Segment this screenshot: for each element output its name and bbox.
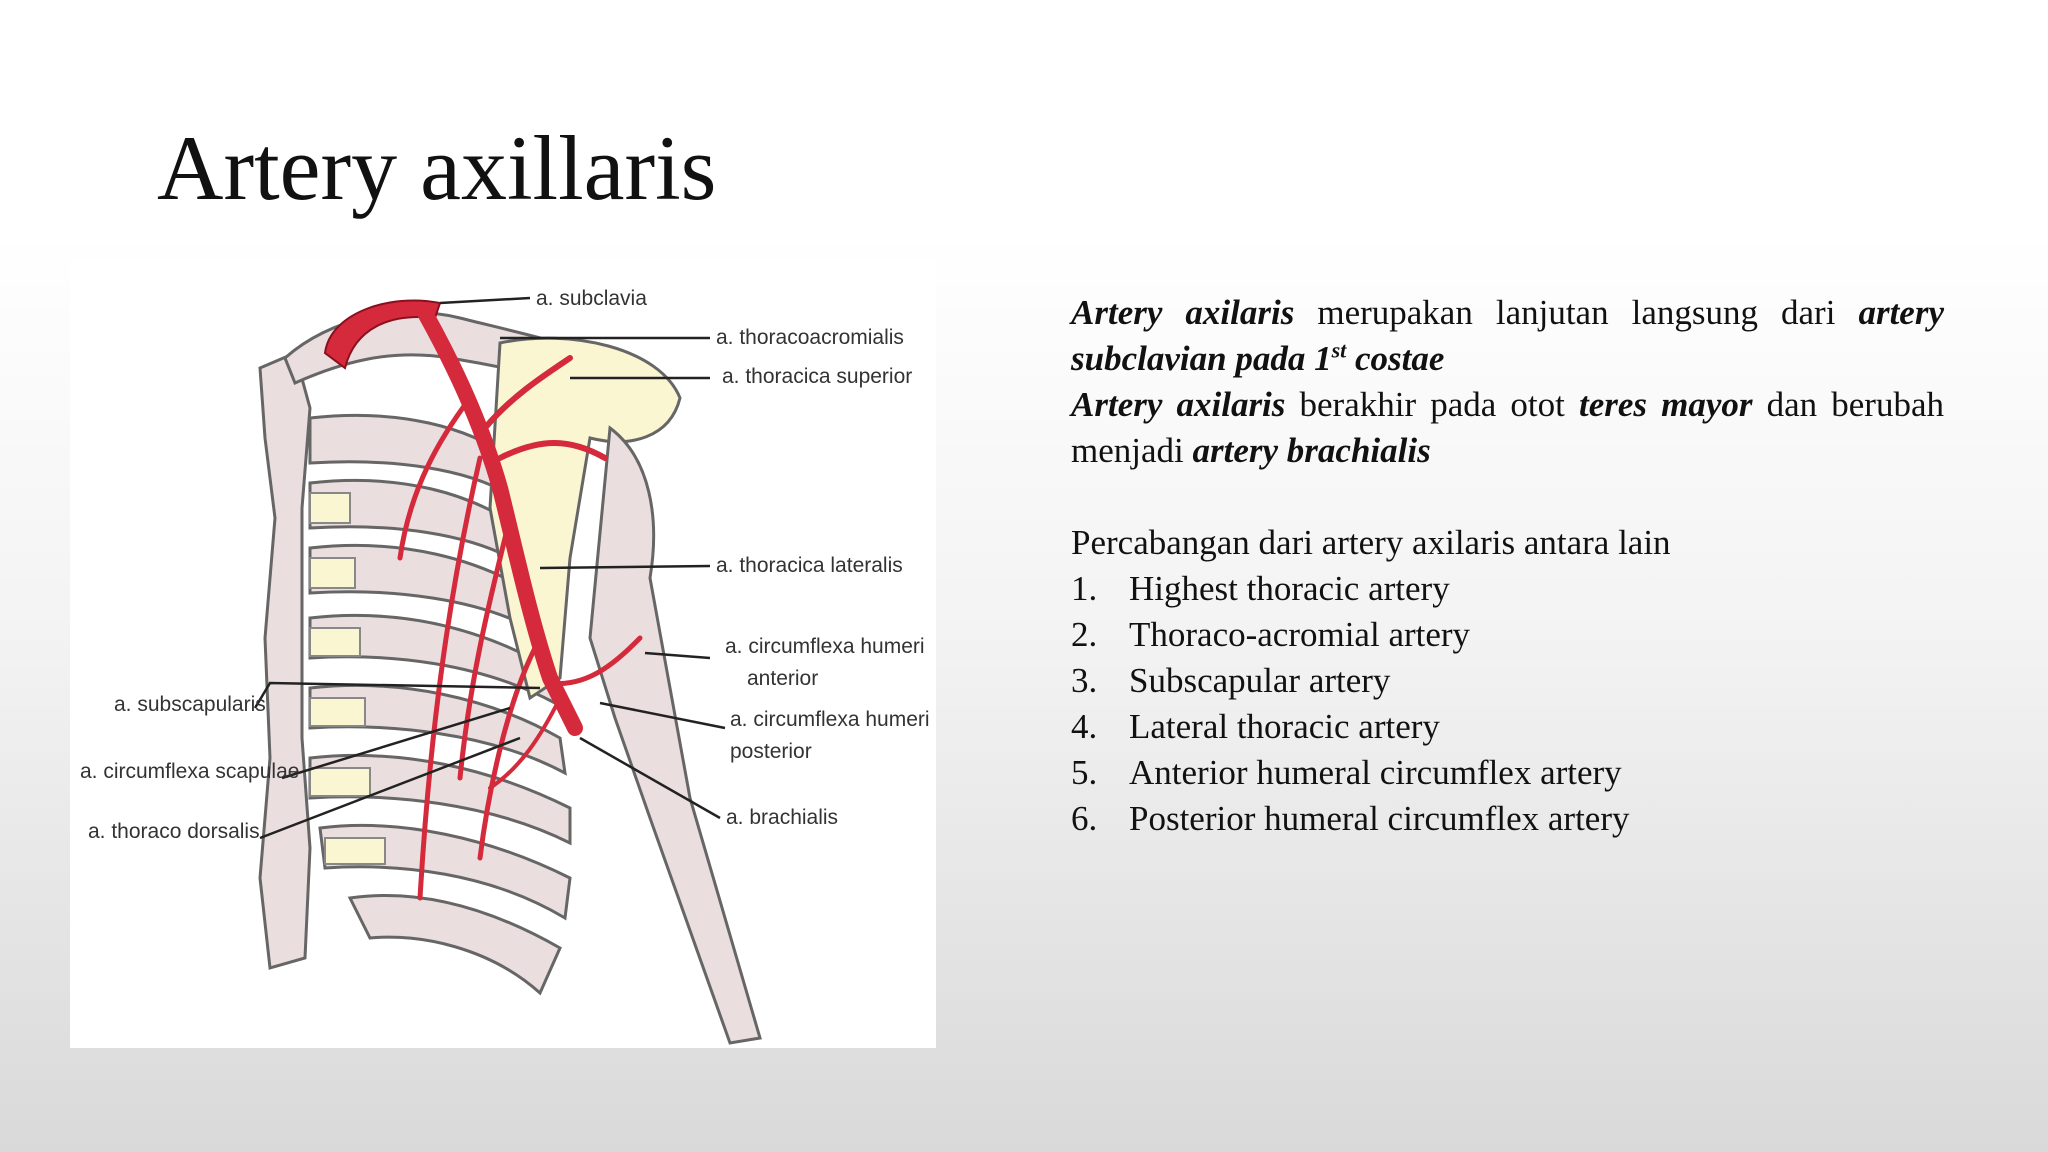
- label-thoracoacromialis: a. thoracoacromialis: [716, 326, 904, 349]
- list-item: 3.Subscapular artery: [1071, 661, 1391, 700]
- anatomy-figure: a. subclavia a. thoracoacromialis a. tho…: [70, 258, 936, 1048]
- label-subscapularis: a. subscapularis: [114, 693, 266, 716]
- paragraph-termination: Artery axilaris berakhir pada otot teres…: [1071, 385, 1944, 470]
- label-brachialis: a. brachialis: [726, 806, 838, 829]
- branches-intro: Percabangan dari artery axilaris antara …: [1071, 523, 1671, 562]
- label-circumflexa-humeri-anterior-2: anterior: [747, 667, 818, 690]
- costal-cartilage: [309, 492, 386, 865]
- list-item: 5.Anterior humeral circumflex artery: [1071, 753, 1622, 792]
- arteries: [397, 305, 643, 901]
- list-item: 1.Highest thoracic artery: [1071, 569, 1450, 608]
- list-item: 4.Lateral thoracic artery: [1071, 707, 1440, 746]
- label-subclavia: a. subclavia: [536, 287, 647, 310]
- leader-lines: [253, 296, 726, 840]
- list-item: 2.Thoraco-acromial artery: [1071, 615, 1471, 654]
- subclavian-artery: [323, 299, 442, 370]
- label-thoracica-lateralis: a. thoracica lateralis: [716, 554, 903, 577]
- figure-labels: a. subclavia a. thoracoacromialis a. tho…: [80, 287, 930, 843]
- label-circumflexa-scapulae: a. circumflexa scapulae: [80, 760, 299, 783]
- term-artery-axilaris: Artery axilaris: [1071, 293, 1295, 332]
- label-circumflexa-humeri-anterior: a. circumflexa humeri: [725, 635, 925, 658]
- label-circumflexa-humeri-posterior-2: posterior: [730, 740, 812, 763]
- label-thoracica-superior: a. thoracica superior: [722, 365, 912, 388]
- branches-list: 1.Highest thoracic artery 2.Thoraco-acro…: [1071, 566, 1944, 842]
- label-thoraco-dorsalis: a. thoraco dorsalis: [88, 820, 260, 843]
- paragraph-definition: Artery axilaris merupakan lanjutan langs…: [1071, 293, 1944, 378]
- slide-title: Artery axillaris: [157, 117, 717, 219]
- axillary-artery-diagram: a. subclavia a. thoracoacromialis a. tho…: [80, 287, 930, 1045]
- list-item: 6.Posterior humeral circumflex artery: [1071, 799, 1630, 838]
- label-circumflexa-humeri-posterior: a. circumflexa humeri: [730, 708, 930, 731]
- slide-content: Artery axilaris merupakan lanjutan langs…: [1071, 290, 1944, 842]
